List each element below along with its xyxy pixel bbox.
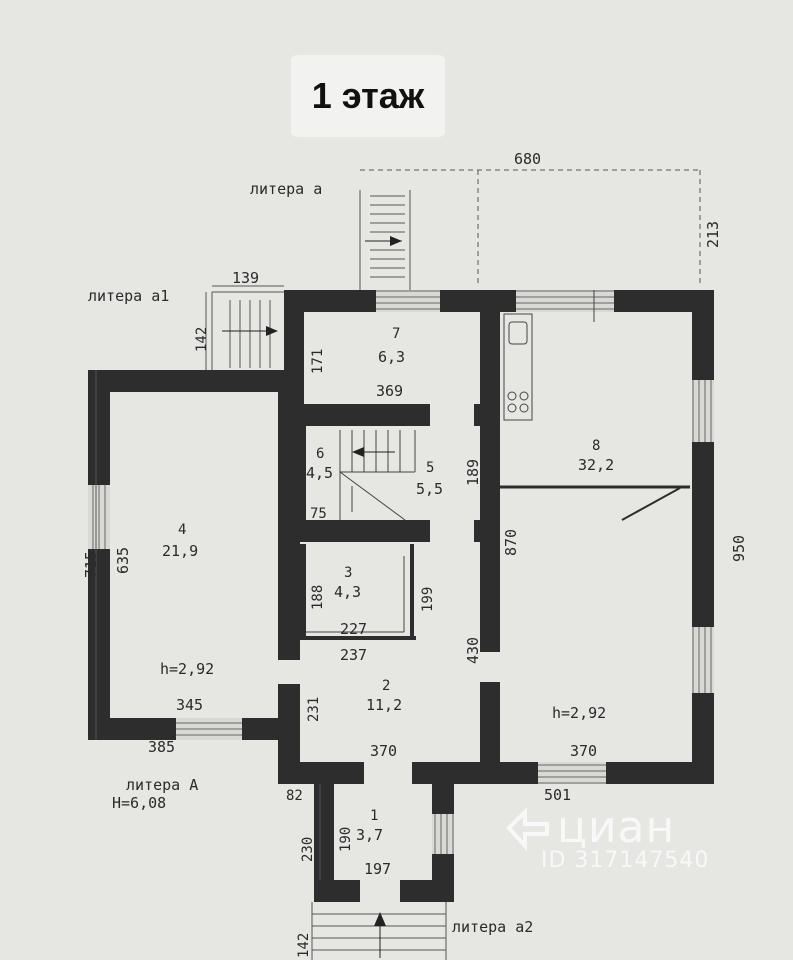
dim-190: 190 (338, 827, 354, 852)
stair-arrow-icon (352, 447, 364, 457)
room-2-area: 11,2 (366, 696, 402, 714)
room-6-number: 6 (316, 446, 324, 462)
dim-227: 227 (340, 620, 367, 638)
label-litera-a2: литера а2 (452, 918, 533, 936)
room-8-number: 8 (592, 438, 600, 454)
room-5-area: 5,5 (416, 480, 443, 498)
dim-237: 237 (340, 646, 367, 664)
room-7-number: 7 (392, 326, 400, 342)
dim-501: 501 (544, 786, 571, 804)
kitchen-fixtures (500, 290, 690, 521)
room-3-area: 4,3 (334, 583, 361, 601)
label-total-height: Н=6,08 (112, 794, 166, 812)
stair-arrow-icon (374, 912, 386, 926)
stair-litera-a1 (211, 291, 284, 370)
room-3-number: 3 (344, 565, 352, 581)
dim-715: 715 (82, 551, 100, 578)
dim-171: 171 (310, 349, 326, 374)
room-4-number: 4 (178, 522, 186, 538)
watermark-brand: циан (557, 802, 676, 853)
room-8-ceiling-height: h=2,92 (552, 704, 606, 722)
dim-142-bottom: 142 (296, 933, 312, 958)
dim-197: 197 (364, 860, 391, 878)
watermark-id: ID 317147540 (541, 848, 710, 873)
room-1-area: 3,7 (356, 826, 383, 844)
dim-370-left: 370 (370, 742, 397, 760)
dim-635: 635 (114, 547, 132, 574)
room-8-area: 32,2 (578, 456, 614, 474)
room-2-number: 2 (382, 678, 390, 694)
dim-213: 213 (704, 221, 722, 248)
dim-139: 139 (232, 269, 259, 287)
label-litera-a: литера а (250, 180, 322, 198)
dim-950: 950 (730, 535, 748, 562)
dim-370-right: 370 (570, 742, 597, 760)
dim-189: 189 (464, 459, 482, 486)
room-5-number: 5 (426, 460, 434, 476)
dim-870: 870 (502, 529, 520, 556)
dim-199: 199 (420, 587, 436, 612)
dim-75: 75 (310, 506, 327, 522)
dim-231: 231 (306, 697, 322, 722)
dim-230: 230 (300, 837, 316, 862)
room-1-number: 1 (370, 808, 378, 824)
dim-345: 345 (176, 696, 203, 714)
dim-142-top: 142 (194, 327, 210, 352)
room-4-area: 21,9 (162, 542, 198, 560)
room-4-ceiling-height: h=2,92 (160, 660, 214, 678)
internal-staircase (339, 430, 416, 521)
floor-title: 1 этаж (291, 55, 445, 137)
room-6-area: 4,5 (306, 464, 333, 482)
openings (88, 290, 714, 902)
dim-680: 680 (514, 150, 541, 168)
dim-385: 385 (148, 738, 175, 756)
cian-logo-icon (506, 808, 549, 852)
dim-430: 430 (464, 637, 482, 664)
room3-partition-lines (306, 556, 405, 633)
stair-litera-a2 (311, 902, 447, 960)
room-7-area: 6,3 (378, 348, 405, 366)
dimension-lines (95, 285, 321, 880)
cian-watermark: циан ID 317147540 (505, 802, 735, 882)
stair-arrow-icon (266, 326, 278, 336)
dim-82: 82 (286, 788, 303, 804)
stair-arrow-icon (390, 236, 402, 246)
terrace-litera-a (359, 169, 701, 290)
dim-188: 188 (310, 585, 326, 610)
dim-369: 369 (376, 382, 403, 400)
label-litera-A: литера А (126, 776, 198, 794)
label-litera-a1: литера а1 (88, 287, 169, 305)
